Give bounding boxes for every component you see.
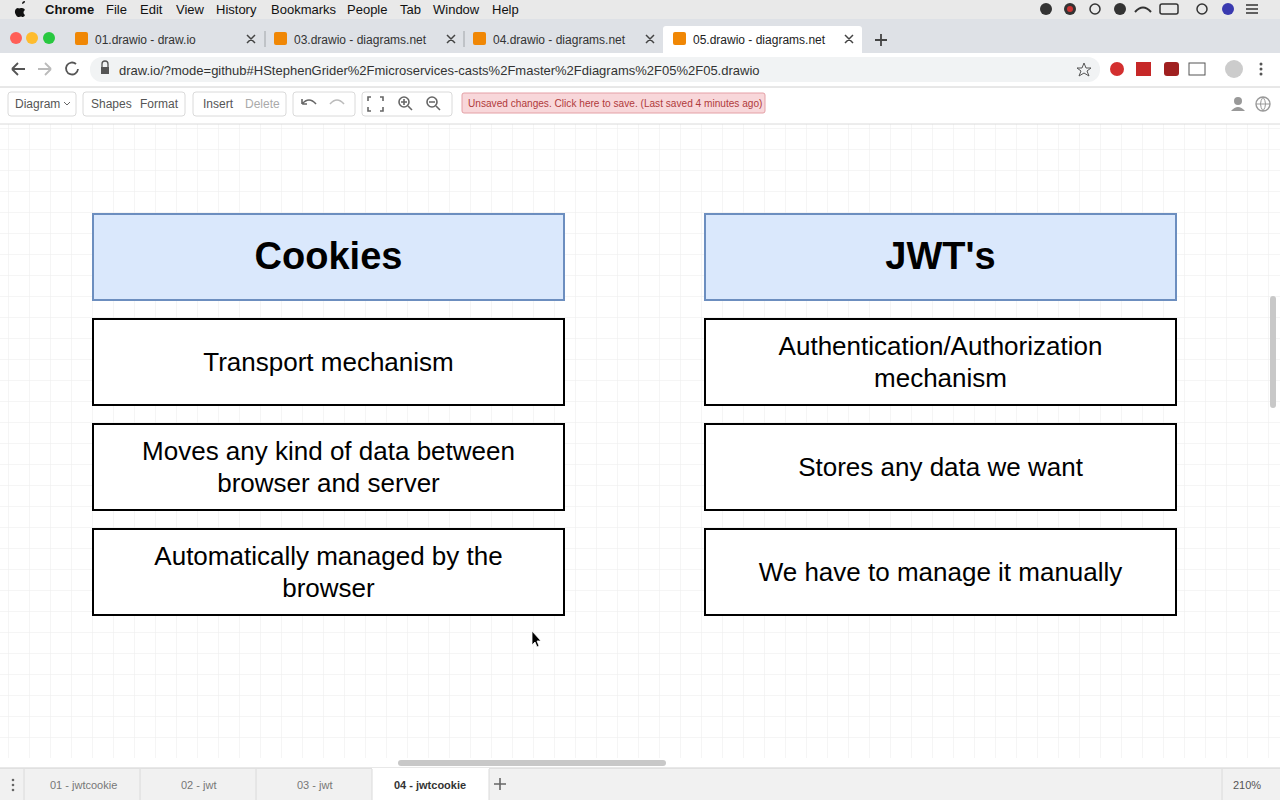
process-box: We have to manage it manually <box>704 528 1177 616</box>
menu-item: Tab <box>400 1 421 18</box>
box-text: Automatically managed by the browser <box>112 540 545 605</box>
process-box: Transport mechanism <box>92 318 565 406</box>
box-text: We have to manage it manually <box>759 556 1123 589</box>
apple-logo <box>15 1 25 17</box>
page-tab: 02 - jwt <box>181 778 216 793</box>
zoom-level: 210% <box>1233 778 1261 793</box>
process-box: Moves any kind of data between browser a… <box>92 423 565 511</box>
mouse-cursor <box>532 631 541 647</box>
tab-title: 03.drawio - diagrams.net <box>294 32 426 48</box>
header-box: Cookies <box>92 213 565 301</box>
tab-title: 05.drawio - diagrams.net <box>693 32 825 48</box>
unsaved-banner <box>462 93 765 113</box>
process-box: Stores any data we want <box>704 423 1177 511</box>
menu-item: Bookmarks <box>271 1 336 18</box>
url-text: draw.io/?mode=github#HStephenGrider%2Fmi… <box>119 62 760 79</box>
tab-title: 01.drawio - draw.io <box>95 32 196 48</box>
page-tab: 01 - jwtcookie <box>50 778 117 793</box>
address-field <box>90 57 1100 82</box>
menu-bar <box>0 0 1280 19</box>
page-tab: 03 - jwt <box>297 778 332 793</box>
menu-item: People <box>347 1 387 18</box>
tab-title: 04.drawio - diagrams.net <box>493 32 625 48</box>
app-menu: Chrome <box>45 1 94 18</box>
toolbar-button: Diagram <box>15 96 60 112</box>
menu-item: View <box>176 1 204 18</box>
header-text: JWT's <box>885 235 995 279</box>
box-text: Authentication/Authorization mechanism <box>724 330 1157 395</box>
toolbar-button: Insert <box>203 96 233 112</box>
active-tab <box>663 26 862 53</box>
page-tab: 04 - jwtcookie <box>394 778 466 793</box>
tab-strip <box>0 19 1280 53</box>
toolbar-button: Format <box>140 96 178 112</box>
page-tabs-bar <box>0 768 1280 800</box>
header-box: JWT's <box>704 213 1177 301</box>
menu-item: History <box>216 1 256 18</box>
menu-item: Edit <box>140 1 162 18</box>
menu-item: Help <box>492 1 519 18</box>
menu-item: File <box>106 1 127 18</box>
unsaved-notice: Unsaved changes. Click here to save. (La… <box>468 96 762 111</box>
header-text: Cookies <box>255 235 403 279</box>
toolbar-button: Shapes <box>91 96 132 112</box>
box-text: Moves any kind of data between browser a… <box>112 435 545 500</box>
canvas-grid <box>0 124 1280 760</box>
menu-item: Window <box>433 1 479 18</box>
process-box: Authentication/Authorization mechanism <box>704 318 1177 406</box>
box-text: Transport mechanism <box>203 346 453 379</box>
toolbar-button: Delete <box>245 96 280 112</box>
box-text: Stores any data we want <box>798 451 1083 484</box>
process-box: Automatically managed by the browser <box>92 528 565 616</box>
